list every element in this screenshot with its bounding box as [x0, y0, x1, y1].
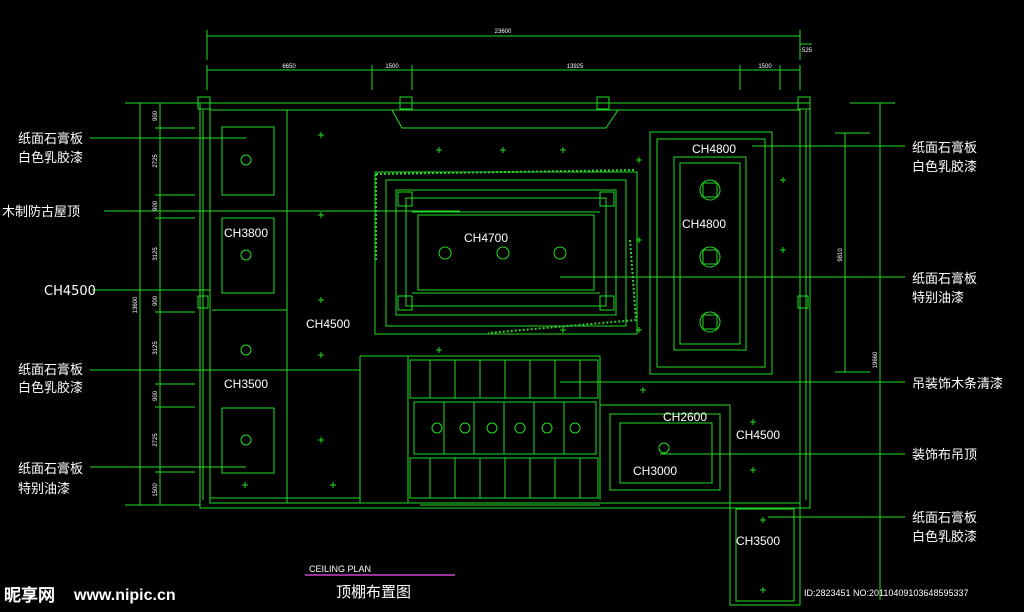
title-english: CEILING PLAN — [309, 564, 371, 574]
overall-dimension: 23600 — [495, 29, 512, 35]
right-note-1-line1: 纸面石膏板 — [912, 140, 977, 156]
light-fixtures — [240, 154, 721, 454]
wood-roof-frame — [395, 189, 617, 316]
watermark-logo: 昵享网 — [4, 585, 55, 606]
decorative-panel-row — [413, 401, 597, 455]
left-dimension: 900 — [153, 390, 159, 401]
left-panel — [221, 126, 275, 196]
left-dimension: 900 — [153, 295, 159, 306]
right-note-2-line2: 特别油漆 — [912, 290, 964, 306]
right-coffer-outer — [649, 131, 773, 375]
wood-strip-ceiling — [409, 359, 599, 399]
top-beam — [391, 109, 619, 129]
right-total-dimension: 19660 — [873, 351, 879, 368]
title-chinese: 顶棚布置图 — [336, 583, 411, 601]
ch-main: CH4500 — [306, 317, 350, 331]
left-note-1-line2: 白色乳胶漆 — [18, 150, 83, 166]
left-dimension: 3125 — [153, 341, 159, 355]
left-dimension-labels: 900 2725 900 3125 900 3125 900 2725 1500… — [133, 110, 879, 496]
leader-lines — [90, 137, 905, 518]
right-note-4: 装饰布吊顶 — [912, 448, 977, 463]
ch-right-lower: CH4500 — [736, 428, 780, 442]
ch-center: CH4700 — [464, 231, 508, 245]
ch-left-top: CH3800 — [224, 226, 268, 240]
left-total-dimension: 13600 — [133, 296, 139, 313]
top-dimension: 13925 — [567, 64, 584, 70]
left-note-4-line1: 纸面石膏板 — [18, 362, 83, 378]
ch4700-panel — [417, 214, 595, 291]
right-coffer-inner — [673, 156, 747, 351]
small-room-ceiling — [609, 413, 721, 491]
right-note-5-line1: 纸面石膏板 — [912, 510, 977, 526]
watermark-url: www.nipic.cn — [73, 587, 176, 604]
right-offset-dimension: 525 — [802, 48, 813, 54]
right-inner-dimension: 9810 — [838, 248, 844, 262]
left-dimension: 900 — [153, 110, 159, 121]
left-note-4-line2: 白色乳胶漆 — [18, 380, 83, 396]
left-dimension: 1500 — [153, 483, 159, 497]
downlight-crosses — [242, 132, 786, 593]
top-dimension: 6650 — [282, 64, 296, 70]
left-note-5-line2: 特别油漆 — [18, 481, 70, 497]
right-note-5-line2: 白色乳胶漆 — [912, 529, 977, 545]
annex-room — [729, 502, 801, 606]
left-note-3: CH4500 — [44, 284, 96, 299]
wood-roof-outer — [374, 171, 638, 335]
right-note-2-line1: 纸面石膏板 — [912, 271, 977, 287]
plant-border — [375, 169, 638, 334]
left-dimension: 2725 — [153, 154, 159, 168]
top-dimension: 1500 — [385, 64, 399, 70]
ch-right-header: CH4800 — [692, 142, 736, 156]
left-dimension: 2725 — [153, 433, 159, 447]
ch-right-inner: CH4800 — [682, 217, 726, 231]
left-dimension: 3125 — [153, 247, 159, 261]
ch-small-room-inner: CH3000 — [633, 464, 677, 478]
left-note-5-line1: 纸面石膏板 — [18, 461, 83, 477]
ch-small-room-top: CH2600 — [663, 410, 707, 424]
right-note-1-line2: 白色乳胶漆 — [912, 159, 977, 175]
ch-left-bottom: CH3500 — [224, 377, 268, 391]
column — [197, 96, 211, 110]
outer-wall — [199, 102, 811, 509]
image-id-text: ID:2823451 NO:20110409103648595337 — [804, 588, 968, 598]
left-dimension: 900 — [153, 200, 159, 211]
left-note-1-line1: 纸面石膏板 — [18, 131, 83, 147]
ch-annex: CH3500 — [736, 534, 780, 548]
left-note-2: 木制防古屋顶 — [2, 204, 80, 220]
right-note-3: 吊装饰木条清漆 — [912, 376, 1003, 392]
top-dimension: 1500 — [758, 64, 772, 70]
